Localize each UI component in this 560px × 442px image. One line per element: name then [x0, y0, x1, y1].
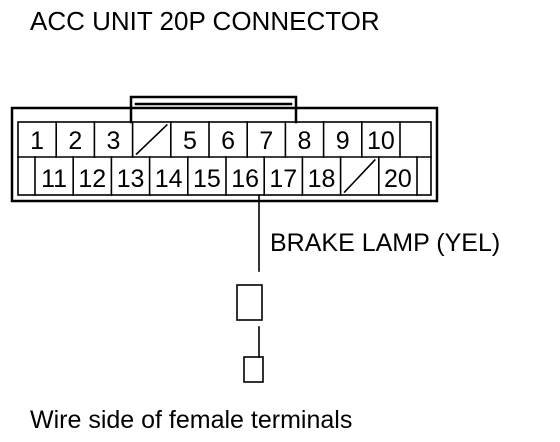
terminal-16: 16 [231, 165, 259, 193]
terminal-12: 12 [78, 165, 106, 193]
housing-inner-frame [17, 121, 432, 196]
terminal-row-bottom: 11 12 13 14 15 16 17 18 20 [34, 156, 418, 196]
wire-connector-large [236, 284, 263, 321]
terminal-2: 2 [68, 127, 82, 155]
terminal-14: 14 [155, 165, 183, 193]
terminal-20: 20 [384, 165, 412, 193]
terminal-7: 7 [259, 127, 273, 155]
terminal-5: 5 [183, 127, 197, 155]
wire-label: BRAKE LAMP (YEL) [270, 229, 500, 257]
terminal-8: 8 [298, 127, 312, 155]
empty-terminal-slash [343, 158, 376, 194]
terminal-18: 18 [308, 165, 336, 193]
brake-lamp-wire [236, 194, 264, 383]
housing-outline [10, 106, 439, 203]
lock-tab [129, 95, 298, 124]
terminal-9: 9 [336, 127, 350, 155]
terminal-3: 3 [107, 127, 121, 155]
terminal-10: 10 [367, 127, 395, 155]
terminal-15: 15 [193, 165, 221, 193]
terminal-13: 13 [117, 165, 145, 193]
diagram-title: ACC UNIT 20P CONNECTOR [30, 6, 380, 36]
wire-connector-small [243, 356, 264, 383]
empty-terminal-slash [135, 123, 168, 156]
terminal-1: 1 [30, 127, 44, 155]
terminal-17: 17 [269, 165, 297, 193]
diagram-caption: Wire side of female terminals [30, 406, 352, 434]
terminal-6: 6 [221, 127, 235, 155]
terminal-11: 11 [41, 165, 67, 193]
